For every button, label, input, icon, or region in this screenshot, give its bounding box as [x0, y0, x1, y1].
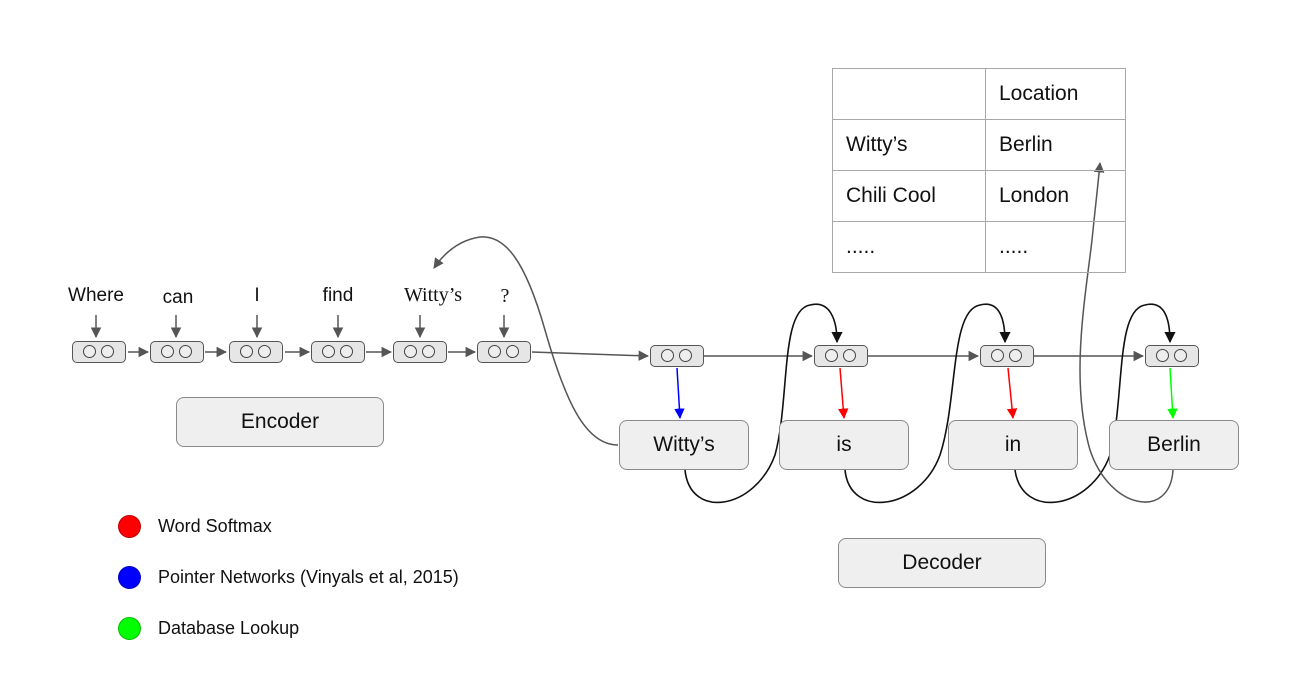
- legend-label: Pointer Networks (Vinyals et al, 2015): [158, 566, 459, 587]
- softmax-arrow-in: [1006, 367, 1018, 420]
- decoder-cell: [650, 345, 704, 367]
- encoder-word: Witty’s: [403, 284, 463, 306]
- encoder-word: can: [162, 287, 194, 308]
- legend-label: Word Softmax: [158, 515, 272, 536]
- encoder-cell: [311, 341, 365, 363]
- encoder-word: Where: [68, 285, 124, 306]
- legend-item-pointer-networks: Pointer Networks (Vinyals et al, 2015): [118, 565, 459, 589]
- pointer-curve: [433, 236, 619, 446]
- decoder-cell: [814, 345, 868, 367]
- table-cell: [832, 68, 986, 120]
- table-cell: Chili Cool: [832, 170, 986, 222]
- table-cell: .....: [985, 221, 1126, 273]
- decoder-output: is: [779, 420, 909, 470]
- encoder-cell: [229, 341, 283, 363]
- encoder-cell: [72, 341, 126, 363]
- table-row: Chili Cool London: [832, 170, 1126, 222]
- table-cell: Witty’s: [832, 119, 986, 171]
- table-cell: Berlin: [985, 119, 1126, 171]
- lookup-arrow: [1167, 367, 1178, 420]
- encoder-cell: [150, 341, 204, 363]
- decoder-cell: [980, 345, 1034, 367]
- encoder-label: Encoder: [176, 397, 384, 447]
- legend-item-word-softmax: Word Softmax: [118, 514, 272, 538]
- decoder-cell: [1145, 345, 1199, 367]
- decoder-output: Berlin: [1109, 420, 1239, 470]
- table-header-location: Location: [985, 68, 1126, 120]
- table-row: Witty’s Berlin: [832, 119, 1126, 171]
- table-cell: .....: [832, 221, 986, 273]
- legend-item-database-lookup: Database Lookup: [118, 616, 299, 640]
- table-cell: London: [985, 170, 1126, 222]
- pointer-arrow: [674, 367, 685, 420]
- encoder-cell: [393, 341, 447, 363]
- softmax-arrow-is: [838, 367, 849, 420]
- feedback-curves: [684, 303, 1176, 504]
- decoder-output: in: [948, 420, 1078, 470]
- blue-dot-icon: [118, 565, 141, 589]
- decoder-output: Witty’s: [619, 420, 749, 470]
- encoder-word: I: [254, 285, 260, 306]
- green-dot-icon: [118, 616, 141, 640]
- encoder-cell: [477, 341, 531, 363]
- decoder-label: Decoder: [838, 538, 1046, 588]
- red-dot-icon: [118, 514, 141, 538]
- encoder-word: find: [322, 285, 354, 306]
- encoder-word: ?: [500, 285, 510, 307]
- database-table: Location Witty’s Berlin Chili Cool Londo…: [832, 68, 1126, 273]
- table-row: Location: [832, 68, 1126, 120]
- legend-label: Database Lookup: [158, 617, 300, 638]
- table-row: ..... .....: [832, 221, 1126, 273]
- encoder-input-arrows: [90, 315, 510, 339]
